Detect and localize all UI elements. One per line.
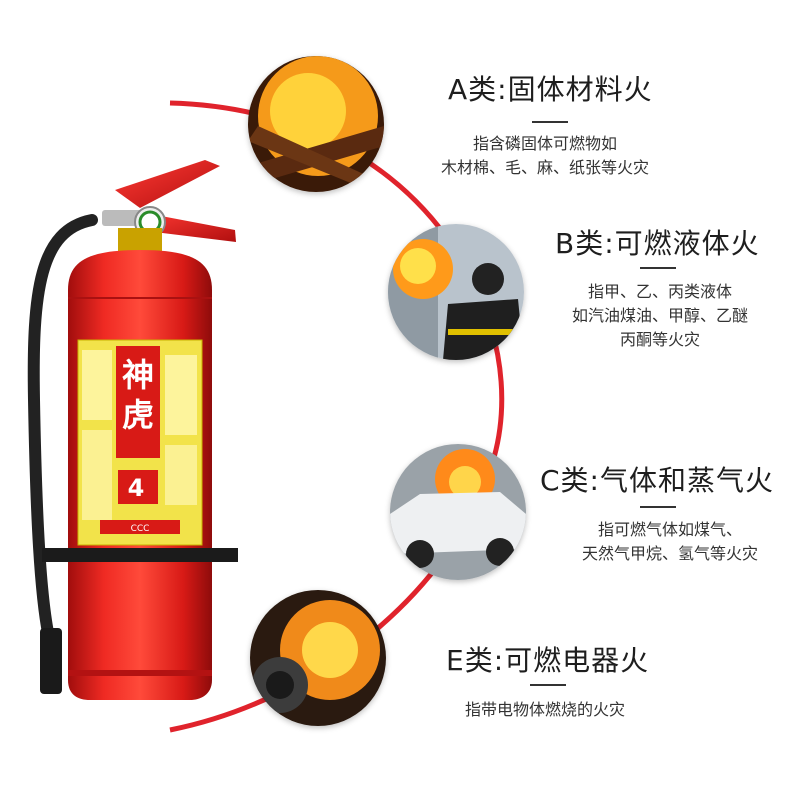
firefighter-photo (388, 224, 524, 360)
category-e-description: 指带电物体燃烧的火灾 (440, 698, 650, 722)
category-c-desc-line: 天然气甲烷、氢气等火灾 (581, 544, 758, 563)
category-c-desc-line: 指可燃气体如煤气、 (597, 520, 742, 539)
burning-car-photo (390, 444, 526, 580)
category-b-description: 指甲、乙、丙类液体 如汽油煤油、甲醇、乙醚 丙酮等火灾 (540, 280, 780, 352)
category-c-divider (640, 506, 676, 508)
category-b-desc-line: 指甲、乙、丙类液体 (587, 282, 732, 301)
category-a-title: A类:固体材料火 (448, 73, 653, 106)
category-c-description: 指可燃气体如煤气、 天然气甲烷、氢气等火灾 (545, 518, 795, 566)
category-b-desc-line: 如汽油煤油、甲醇、乙醚 (571, 306, 748, 325)
svg-text:4: 4 (128, 474, 145, 502)
category-c-title: C类:气体和蒸气火 (540, 464, 774, 497)
category-b-desc-line: 丙酮等火灾 (619, 330, 700, 349)
category-a-desc-line: 指含磷固体可燃物如 (472, 134, 617, 153)
fire-extinguisher-image: 神 虎 4 CCC (27, 160, 238, 700)
burning-wood-photo (248, 56, 384, 192)
electrical-fire-photo (250, 590, 386, 726)
category-a-divider (532, 121, 568, 123)
category-e-desc-line: 指带电物体燃烧的火灾 (464, 700, 625, 719)
category-e-divider (530, 684, 566, 686)
svg-text:CCC: CCC (131, 524, 150, 534)
category-a-desc-line: 木材棉、毛、麻、纸张等火灾 (440, 158, 649, 177)
brand-char-2: 虎 (122, 396, 154, 434)
category-b-title: B类:可燃液体火 (555, 227, 760, 260)
brand-char-1: 神 (122, 356, 154, 394)
category-e-title: E类:可燃电器火 (446, 644, 650, 677)
category-a-description: 指含磷固体可燃物如 木材棉、毛、麻、纸张等火灾 (420, 132, 670, 180)
category-b-divider (640, 267, 676, 269)
